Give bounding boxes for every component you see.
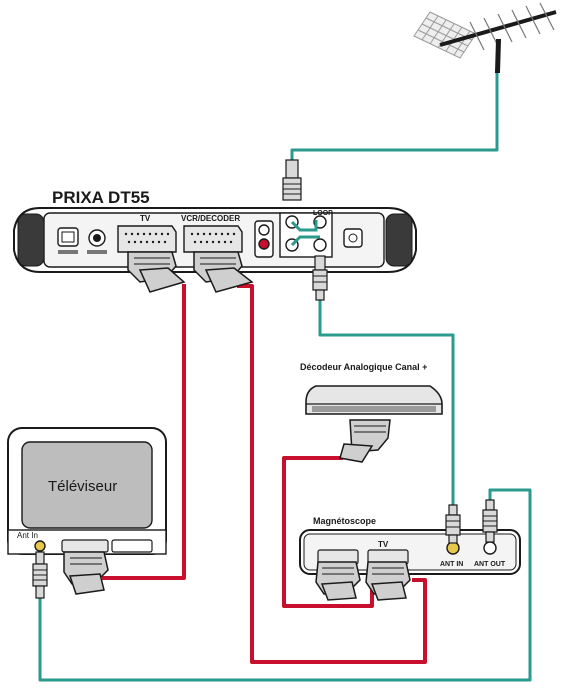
vcr-tv-label: TV — [378, 540, 389, 549]
tv-ant-in-port — [34, 540, 46, 552]
vcr-ant-in-label: ANT IN — [440, 561, 463, 568]
rf-plug-vcr-out — [482, 499, 498, 543]
rf-plug-prixa-in — [282, 159, 302, 201]
rf-plug-prixa-out — [312, 255, 328, 301]
antenna-grid-reflector — [413, 11, 477, 59]
vcr-ant-out-label: ANT OUT — [474, 561, 506, 568]
antenna-elements — [469, 2, 555, 51]
rf-plug-vcr-in — [445, 504, 461, 544]
tv-scart-port — [117, 225, 177, 253]
decoder-to-vcr-scart-cable — [282, 456, 374, 608]
loop-label: LOOP — [313, 210, 333, 217]
scart-plug-vcr-2 — [365, 561, 411, 601]
scart-plug-prixa-tv — [127, 251, 186, 293]
television: Téléviseur Ant In — [7, 427, 167, 555]
tv-screen — [21, 441, 153, 529]
rf-out-port — [313, 238, 327, 252]
device-title: PRIXA DT55 — [52, 188, 150, 207]
antenna-cable — [290, 72, 499, 175]
tv-scart-port — [61, 539, 109, 553]
prixa-vcr-scart-cable — [237, 284, 427, 664]
vcr-decoder-scart-port — [183, 225, 243, 253]
antenna — [413, 2, 557, 73]
vcr-label: Magnétoscope — [313, 516, 376, 526]
decoder-label: Décodeur Analogique Canal + — [300, 362, 427, 372]
scart-plug-prixa-vcr — [193, 251, 254, 293]
scart-plug-vcr-1 — [315, 561, 361, 601]
analog-decoder: Décodeur Analogique Canal + — [300, 362, 443, 415]
scart-plug-tv — [63, 551, 109, 595]
antenna-boom — [439, 10, 557, 47]
antenna-mast — [494, 39, 502, 73]
tv-ant-in-label: Ant In — [17, 531, 38, 540]
prixa-to-vcr-antenna-cable — [318, 300, 455, 505]
vcr-ant-in-port — [446, 541, 460, 555]
rf-plug-tv — [32, 551, 48, 599]
prixa-tv-scart-cable — [102, 284, 186, 580]
vcr-to-tv-antenna-cable — [38, 488, 532, 682]
vcr: Magnétoscope TV ANT IN ANT OUT — [299, 516, 521, 575]
scart-plug-decoder — [339, 419, 391, 463]
vcr-decoder-port-label: VCR/DECODER — [181, 214, 240, 223]
tv-label: Téléviseur — [48, 478, 117, 495]
vcr-ant-out-port — [483, 541, 497, 555]
tv-port-label: TV — [140, 214, 151, 223]
loop-cable — [290, 220, 320, 247]
